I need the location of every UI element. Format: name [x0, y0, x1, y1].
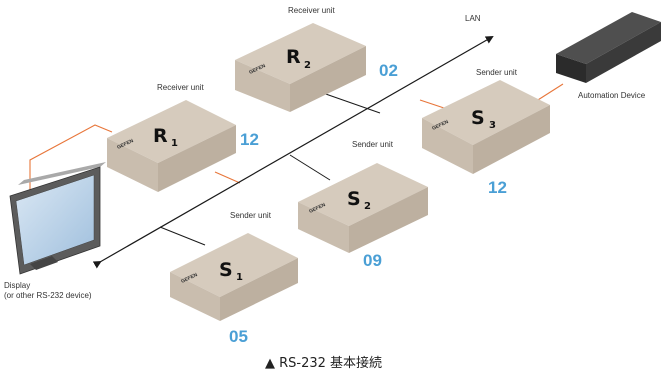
lan-drop-s2 — [289, 154, 331, 181]
serial-link-r1-lan — [214, 171, 241, 184]
unit-r2-letter: R — [286, 46, 301, 68]
automation-front — [556, 54, 586, 83]
diagram-caption: ▲ RS-232 基本接続 — [265, 355, 382, 371]
unit-s3: Sender unit GEFEN S 3 12 — [422, 68, 550, 197]
unit-r2-sub: 2 — [304, 60, 311, 71]
lan-drop-r2 — [319, 91, 381, 114]
unit-r1-front — [107, 138, 158, 192]
unit-s2-title: Sender unit — [352, 140, 394, 149]
unit-r2: Receiver unit GEFEN R 2 02 — [235, 6, 398, 112]
unit-s2-side — [349, 187, 428, 253]
unit-s3-top — [422, 80, 550, 145]
unit-s1-letter: S — [219, 259, 233, 281]
unit-s1-front — [170, 272, 220, 321]
unit-s2: Sender unit GEFEN S 2 09 — [298, 140, 428, 270]
unit-r1-letter: R — [153, 125, 168, 147]
unit-r1-side — [158, 125, 236, 192]
display-stand — [30, 256, 58, 270]
display-device: Display (or other RS-232 device) — [4, 162, 106, 300]
unit-r2-side — [290, 46, 366, 112]
unit-s3-side — [473, 105, 550, 174]
lan-network: LAN — [92, 14, 494, 269]
unit-s2-letter: S — [347, 188, 361, 210]
unit-s3-sub: 3 — [489, 120, 496, 131]
lan-backbone-line — [92, 36, 494, 269]
display-label-line2: (or other RS-232 device) — [4, 291, 92, 300]
unit-r1: Receiver unit GEFEN R 1 12 — [107, 83, 259, 192]
unit-s3-letter: S — [471, 107, 485, 129]
automation-side — [586, 22, 661, 83]
unit-s2-front — [298, 202, 349, 253]
unit-r2-title: Receiver unit — [288, 6, 335, 15]
unit-s3-front — [422, 118, 473, 174]
unit-s2-top — [298, 163, 428, 226]
unit-r2-number: 02 — [379, 61, 398, 80]
automation-device: Automation Device — [556, 12, 661, 100]
unit-s3-number: 12 — [488, 178, 507, 197]
unit-r1-sub: 1 — [171, 138, 178, 149]
automation-label: Automation Device — [578, 91, 646, 100]
display-back — [18, 162, 106, 185]
lan-label: LAN — [465, 14, 481, 23]
automation-top — [556, 12, 661, 64]
unit-r1-top — [107, 100, 236, 163]
display-label: Display (or other RS-232 device) — [4, 281, 92, 300]
unit-s1-side — [220, 258, 298, 321]
unit-r2-top — [235, 23, 366, 84]
unit-s1-number: 05 — [229, 327, 248, 346]
unit-s2-sub: 2 — [364, 201, 371, 212]
unit-r1-title: Receiver unit — [157, 83, 204, 92]
unit-s2-number: 09 — [363, 251, 382, 270]
display-label-line1: Display — [4, 281, 30, 290]
unit-s1-top — [170, 233, 298, 297]
unit-s1: Sender unit GEFEN S 1 05 — [170, 211, 298, 346]
unit-s1-title: Sender unit — [230, 211, 272, 220]
unit-r1-number: 12 — [240, 130, 259, 149]
unit-s1-sub: 1 — [236, 272, 243, 283]
display-screen — [15, 174, 95, 266]
unit-s3-title: Sender unit — [476, 68, 518, 77]
lan-drop-s1 — [159, 226, 206, 246]
unit-r2-front — [235, 60, 290, 112]
